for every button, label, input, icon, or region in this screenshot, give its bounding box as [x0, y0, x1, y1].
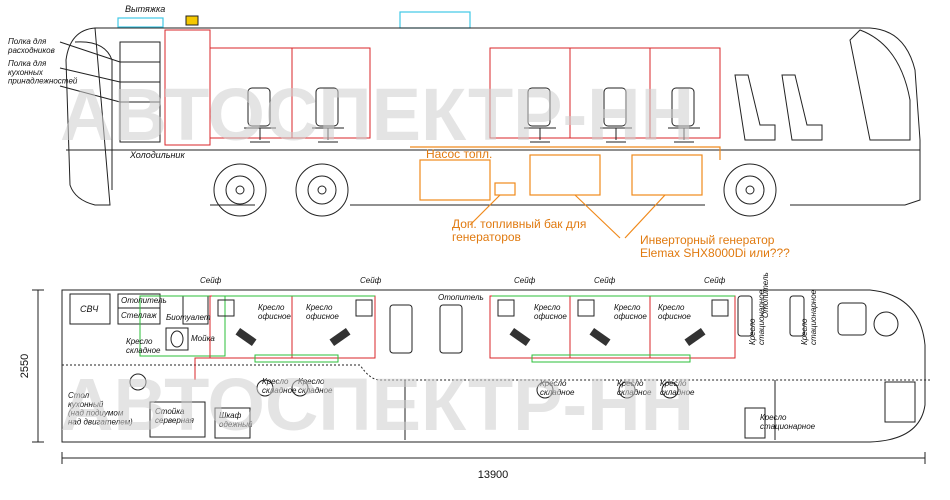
monitor [329, 327, 351, 347]
label-safe: Сейф [514, 276, 536, 285]
stationary-seat [734, 74, 776, 141]
wheel [295, 163, 349, 217]
generator-2 [631, 154, 703, 196]
steering-wheel [873, 311, 899, 337]
safe [711, 299, 729, 317]
plan-view: СВЧ Отопитель Стеллаж Биотуалет Мойка Кр… [19, 272, 930, 481]
monitor [684, 327, 706, 347]
label-otopitel-2: Отопитель [438, 293, 484, 302]
safe [577, 299, 595, 317]
generator-1 [529, 154, 601, 196]
fuel-tank [419, 159, 491, 201]
label-safe: Сейф [360, 276, 382, 285]
office-chair [600, 87, 632, 143]
watermark-top: АВТОСПЕКТР-НН [60, 73, 694, 156]
label-kreslo-stac-r2: Креслостационарное [800, 289, 818, 345]
dimension-length: 13900 [478, 469, 509, 481]
dimension-width: 2550 [19, 354, 31, 378]
watermark-bottom: АВТОСПЕКТР-НН [60, 363, 694, 446]
label-biotualet: Биотуалет [166, 313, 211, 322]
label-kreslo-stac-r1: Креслостационарное [748, 289, 766, 345]
label-safe: Сейф [200, 276, 222, 285]
office-chair [668, 87, 700, 143]
label-holodilnik: Холодильник [129, 150, 185, 160]
safe [217, 299, 235, 317]
label-safe: Сейф [704, 276, 726, 285]
label-safe: Сейф [594, 276, 616, 285]
roof-vent-unit [117, 17, 164, 28]
driver-seat [837, 302, 867, 336]
safe-labels: Сейф Сейф Сейф Сейф Сейф [200, 276, 726, 285]
wheel [213, 163, 267, 217]
bus-body-side [65, 27, 921, 206]
callout-pump: Насос топл. [426, 147, 492, 161]
label-stellazh: Стеллаж [121, 311, 157, 320]
label-otopitel-3: Отопитель [761, 272, 770, 318]
monitor [235, 327, 257, 347]
office-chair [524, 87, 556, 143]
safe [355, 299, 373, 317]
fuel-pump [494, 182, 516, 196]
safe [497, 299, 515, 317]
monitor [589, 327, 611, 347]
office-chair [312, 87, 344, 143]
roof-beacon [185, 15, 199, 26]
bus-body-plan [61, 289, 926, 443]
roof-ac-unit [399, 11, 471, 29]
stationary-seat [781, 74, 823, 141]
office-chair [244, 87, 276, 143]
passenger-seat [389, 304, 413, 354]
label-otopitel-1: Отопитель [121, 296, 167, 305]
label-svch: СВЧ [80, 304, 99, 314]
wheel [723, 163, 777, 217]
label-vytyazhka: Вытяжка [125, 4, 165, 14]
label-moyka: Мойка [191, 334, 215, 343]
passenger-seat [439, 304, 463, 354]
monitor [509, 327, 531, 347]
